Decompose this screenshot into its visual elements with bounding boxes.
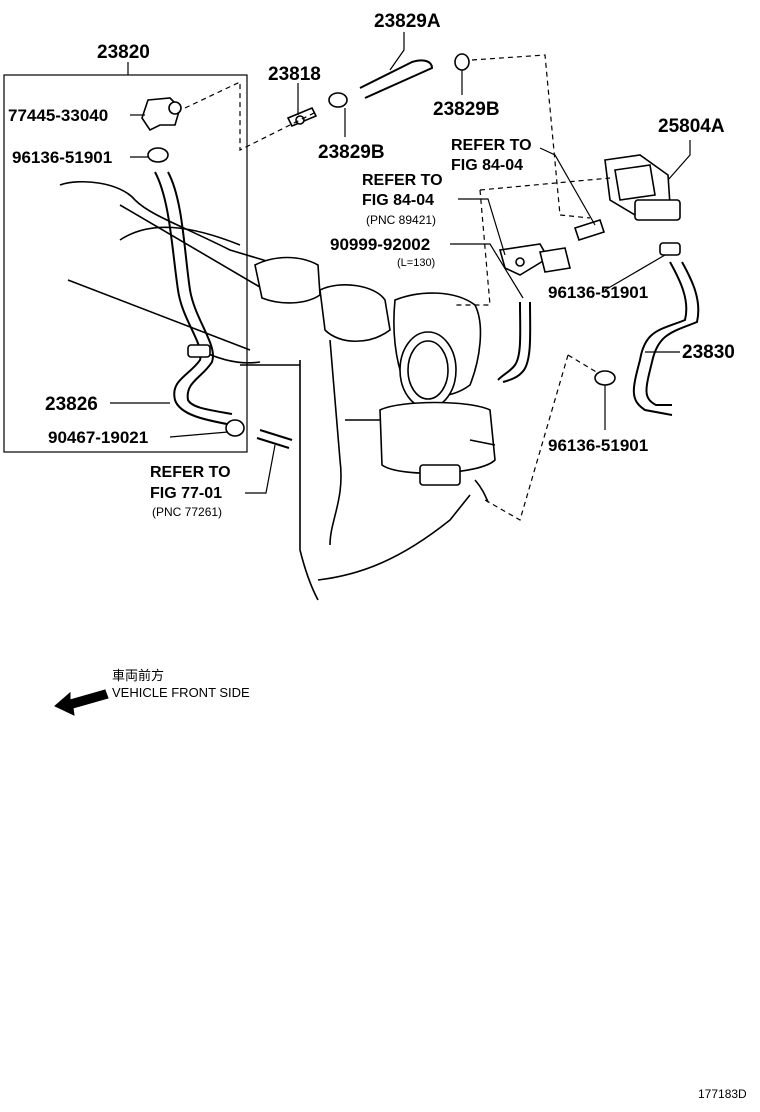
dashed-link-84-04 [479,177,611,191]
label-fig-84-04-b: FIG 84-04 [362,192,434,209]
label-23826: 23826 [45,394,98,415]
label-23818: 23818 [268,64,321,85]
throttle-body-drawing [59,180,496,601]
label-l130: (L=130) [397,257,435,269]
label-90467-19021: 90467-19021 [48,428,148,447]
label-96136-51901-lower: 96136-51901 [548,436,648,455]
label-96136-51901-left: 96136-51901 [12,148,112,167]
label-refer-to-2: REFER TO [451,137,532,154]
label-90999-92002: 90999-92002 [330,235,430,254]
figure-id: 177183D [698,1087,747,1101]
label-fig-84-04-a: FIG 84-04 [451,157,523,174]
label-23830: 23830 [682,342,735,363]
label-23829B-left: 23829B [318,142,385,163]
subassembly-frame [3,74,248,453]
dashed-link-23829B [471,54,591,219]
label-23820: 23820 [97,42,150,63]
label-96136-51901-right: 96136-51901 [548,283,648,302]
label-front-jp: 車両前方 [112,668,164,683]
label-refer-to-3: REFER TO [362,172,443,189]
front-arrow-icon [54,689,109,716]
label-23829A: 23829A [374,11,441,32]
dashed-link-77445 [184,81,317,151]
label-pnc-89421: (PNC 89421) [366,213,436,227]
dashed-link-96136 [567,354,599,374]
label-front-en: VEHICLE FRONT SIDE [112,685,250,700]
label-23829B-right: 23829B [433,99,500,120]
label-25804A: 25804A [658,116,725,137]
label-fig-77-01: FIG 77-01 [150,485,222,502]
hose-23826 [154,171,233,426]
label-pnc-77261: (PNC 77261) [152,505,222,519]
label-refer-to-1: REFER TO [150,464,231,481]
label-77445-33040: 77445-33040 [8,106,108,125]
